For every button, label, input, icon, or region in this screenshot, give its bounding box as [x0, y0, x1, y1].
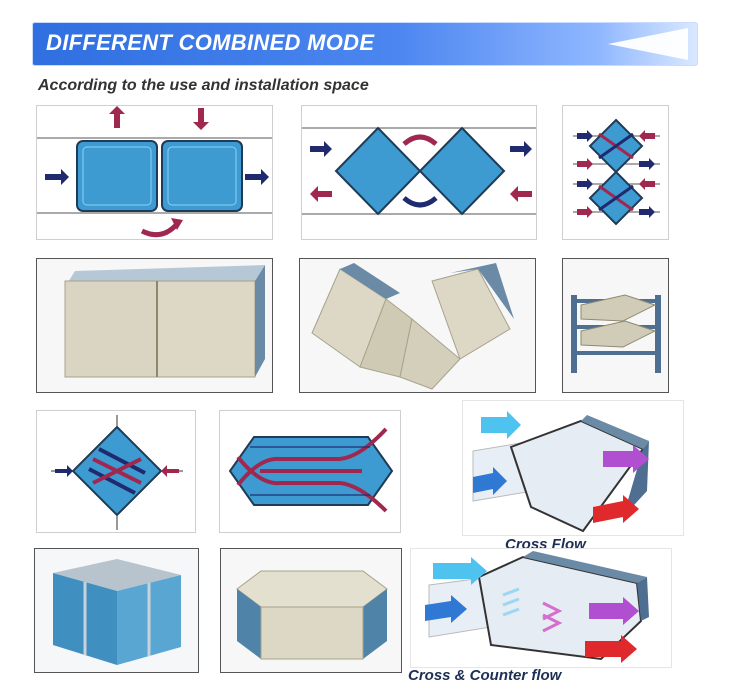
product-diamond-cores	[299, 258, 536, 393]
diagram-cross-flow-3d	[462, 400, 684, 536]
product-stacked-rack	[562, 258, 669, 393]
caption-cross-counter-flow: Cross & Counter flow	[408, 667, 562, 684]
diagram-stacked-diamonds	[562, 105, 669, 240]
diagram-cross-diamond	[36, 410, 196, 533]
diagram-counter-flow-hexagon	[219, 410, 401, 533]
banner-title: DIFFERENT COMBINED MODE	[46, 30, 375, 55]
subtitle: According to the use and installation sp…	[38, 77, 369, 94]
product-side-by-side-cores	[36, 258, 273, 393]
product-hexagon-core	[220, 548, 402, 673]
banner-arrow-icon	[608, 28, 688, 60]
product-cube-core	[34, 548, 199, 673]
header-banner: DIFFERENT COMBINED MODE	[32, 22, 698, 66]
diagram-cross-counter-flow-3d	[410, 548, 672, 668]
diagram-side-by-side	[36, 105, 273, 240]
diagram-diamond-pair	[301, 105, 537, 240]
